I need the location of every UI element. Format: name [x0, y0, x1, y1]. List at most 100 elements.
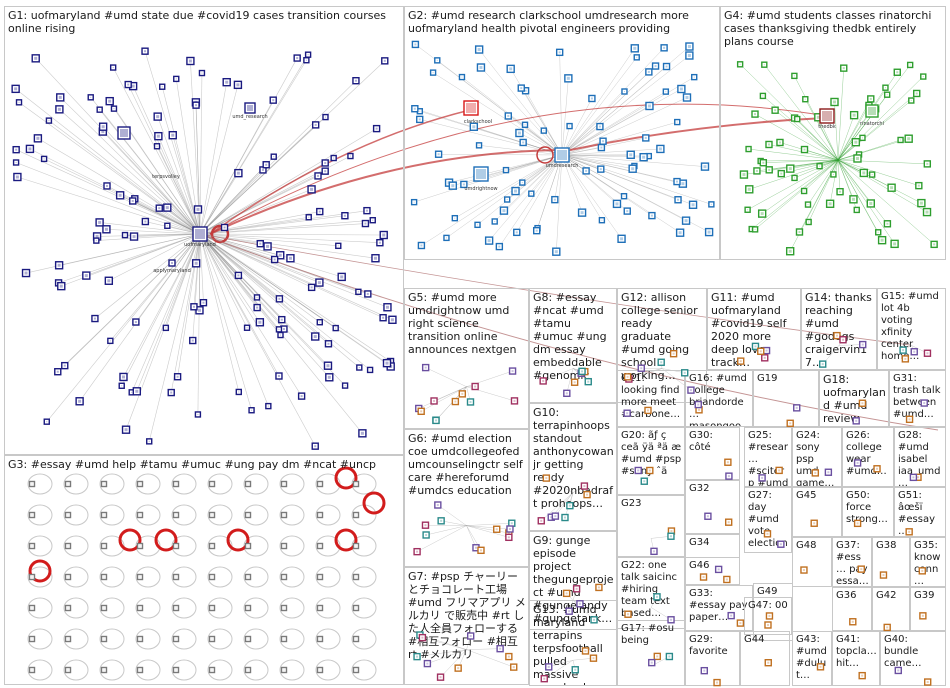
node-avatar [319, 607, 321, 609]
self-loop [99, 659, 125, 681]
node-avatar [265, 163, 268, 166]
node-avatar [247, 483, 249, 485]
node-avatar [413, 201, 415, 203]
node-avatar [795, 406, 798, 409]
g1-hub-node [192, 226, 208, 242]
node-avatar [912, 476, 915, 479]
node-avatar [933, 243, 936, 246]
node-avatar [796, 118, 798, 120]
group-box-g35: G35: know conn… curre… [910, 537, 946, 587]
self-loop [207, 659, 233, 681]
minor-node [758, 474, 766, 482]
edge [488, 154, 563, 241]
node-avatar [802, 569, 805, 572]
self-loop [27, 659, 53, 681]
edge [561, 154, 694, 206]
g3-node [244, 604, 252, 612]
edge [199, 164, 267, 235]
g2-node [656, 144, 665, 154]
g4-node [795, 228, 804, 236]
node-avatar [261, 168, 264, 171]
minor-node [873, 465, 881, 473]
edge [132, 200, 201, 235]
strong-edge [199, 233, 911, 346]
g4-node [802, 96, 809, 103]
node-avatar [886, 94, 888, 96]
node-avatar [176, 375, 179, 378]
node-avatar [886, 626, 889, 629]
self-loop [171, 473, 197, 495]
node-avatar [869, 201, 873, 205]
group-box-g46: G46 [685, 557, 740, 585]
minor-node [436, 673, 445, 681]
g1-node [253, 294, 261, 301]
edge [416, 525, 467, 552]
node-avatar [520, 87, 523, 90]
edge [199, 124, 316, 235]
edge [561, 91, 625, 156]
edge [478, 49, 563, 156]
node-avatar [416, 655, 419, 658]
g1-node [82, 271, 91, 280]
node-avatar [778, 469, 781, 472]
node-avatar [507, 536, 510, 539]
minor-node [551, 512, 560, 520]
g4-node [791, 174, 798, 182]
minor-node [421, 363, 430, 372]
minor-node [849, 618, 857, 626]
group-box-g47: G47: 00 [744, 597, 792, 635]
node-avatar [669, 535, 672, 538]
g1-node [12, 145, 20, 154]
node-avatar [587, 380, 590, 383]
g1-node [352, 77, 360, 85]
node-avatar [317, 174, 320, 177]
edge [157, 116, 201, 235]
g1-node [355, 288, 362, 296]
edge [59, 109, 201, 235]
node-avatar [63, 364, 66, 367]
edge [199, 172, 239, 235]
hub-self-loop [536, 146, 554, 164]
node-avatar [754, 113, 757, 116]
self-loop [99, 628, 125, 650]
self-loop [171, 628, 197, 650]
edge [454, 154, 563, 219]
g1-node [347, 152, 354, 160]
g1-node [103, 182, 111, 190]
edge [123, 233, 201, 378]
node-avatar [586, 493, 589, 496]
edge [466, 522, 512, 526]
group-box-g29: G29: favorite [685, 631, 740, 686]
self-loop [243, 659, 269, 681]
edge [199, 233, 376, 259]
node-avatar [355, 576, 357, 578]
edge [199, 233, 302, 397]
node-avatar [813, 522, 816, 525]
node-avatar [672, 352, 675, 355]
node-avatar [283, 483, 285, 485]
self-loop [207, 628, 233, 650]
g1-node [305, 214, 312, 221]
node-avatar [507, 114, 510, 117]
group-label-g33: G33: #essay pay paper… [689, 588, 748, 623]
node-avatar [57, 263, 61, 267]
node-avatar [67, 514, 69, 516]
node-avatar [382, 233, 386, 237]
node-avatar [754, 228, 756, 230]
edge [559, 52, 563, 156]
minor-node [451, 397, 460, 406]
edge [426, 525, 467, 536]
g4-node [765, 140, 773, 149]
g1-node [96, 106, 103, 113]
g1-node [361, 219, 370, 228]
minor-node [508, 367, 517, 375]
node-avatar [34, 56, 38, 60]
node-avatar [856, 209, 858, 211]
node-avatar [476, 169, 486, 179]
strong-self-loop [362, 491, 386, 515]
node-avatar [283, 576, 285, 578]
node-avatar [127, 83, 130, 86]
node-avatar [762, 95, 764, 97]
minor-node [646, 466, 654, 475]
minor-node [727, 611, 735, 620]
